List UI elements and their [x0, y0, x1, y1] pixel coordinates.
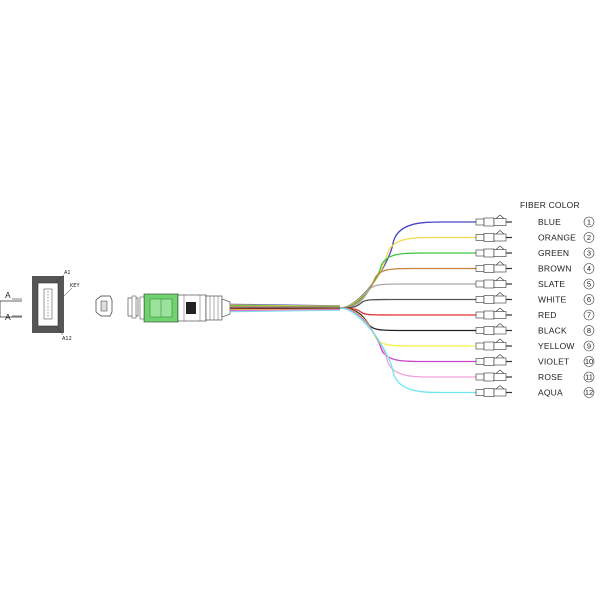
pin-label-a1: A1	[64, 270, 71, 276]
fiber-trunk	[229, 303, 341, 313]
fiber-label-orange: ORANGE	[538, 233, 576, 243]
fiber-label-green: GREEN	[538, 248, 569, 258]
fiber-number-9: 9	[587, 342, 591, 351]
mpo-connector	[127, 293, 231, 323]
fiber-number-circle	[583, 356, 595, 367]
fiber-color-header: FIBER COLOR	[520, 200, 580, 210]
fiber-number-3: 3	[587, 249, 591, 258]
lc-connector-5	[475, 276, 512, 289]
fiber-label-aqua: AQUA	[538, 388, 563, 398]
lc-connector-3	[475, 245, 512, 258]
trunk-fiber-3	[229, 305, 341, 307]
fiber-number-12: 12	[585, 388, 593, 397]
fiber-number-7: 7	[587, 311, 591, 320]
lc-connector-7	[475, 307, 512, 320]
fiber-blue	[339, 221, 476, 309]
trunk-fiber-1	[229, 303, 341, 307]
ferrule-part	[95, 295, 113, 317]
fiber-number-5: 5	[587, 280, 591, 289]
fiber-number-2: 2	[587, 233, 591, 242]
fiber-red	[339, 307, 476, 316]
fiber-label-black: BLACK	[538, 326, 567, 336]
fiber-number-8: 8	[587, 326, 591, 335]
fiber-number-circle	[583, 247, 595, 259]
fiber-label-yellow: YELLOW	[538, 341, 575, 351]
fiber-number-circle	[583, 294, 595, 305]
fiber-number-circle	[583, 263, 595, 274]
fiber-number-circle	[583, 340, 595, 352]
lc-connector-1	[475, 214, 512, 227]
fiber-number-1: 1	[587, 218, 591, 227]
fiber-label-slate: SLATE	[538, 279, 565, 289]
trunk-fiber-4	[229, 305, 341, 308]
fiber-label-violet: VIOLET	[538, 357, 569, 367]
trunk-fiber-10	[229, 309, 341, 311]
trunk-fiber-11	[229, 309, 341, 312]
fiber-number-circle	[583, 387, 595, 398]
trunk-fiber-9	[229, 308, 341, 311]
fiber-aqua	[339, 307, 476, 394]
fiber-number-4: 4	[587, 264, 591, 273]
fiber-label-rose: ROSE	[538, 372, 563, 382]
lc-connector-11	[475, 369, 512, 382]
connector-end-view: A A A1 KEY A12	[0, 270, 80, 342]
lc-connector-12	[475, 385, 512, 397]
port-bracket	[0, 300, 22, 318]
fiber-slate	[339, 283, 476, 309]
fiber-label-blue: BLUE	[538, 217, 561, 227]
fiber-number-circle	[583, 309, 595, 321]
lc-connector-group	[475, 214, 512, 397]
fiber-number-circle	[583, 325, 595, 336]
fiber-number-circle	[583, 278, 595, 290]
fiber-violet	[339, 307, 476, 363]
fiber-number-circle	[583, 232, 595, 243]
lc-connector-6	[475, 292, 512, 304]
fiber-number-11: 11	[585, 373, 593, 382]
trunk-fiber-12	[229, 309, 341, 313]
fiber-brown	[339, 267, 476, 309]
lc-connector-2	[475, 230, 512, 242]
port-label-top: A	[5, 290, 11, 300]
lc-connector-8	[475, 323, 512, 335]
fiber-number-6: 6	[587, 295, 591, 304]
fiber-number-circle	[583, 371, 595, 383]
fiber-green	[339, 252, 476, 309]
fiber-label-brown: BROWN	[538, 264, 572, 274]
lc-connector-4	[475, 261, 512, 273]
fiber-label-red: RED	[538, 310, 557, 320]
fiber-white	[339, 298, 476, 309]
lc-connector-10	[475, 354, 512, 366]
lc-connector-9	[475, 338, 512, 351]
fiber-orange	[339, 236, 476, 309]
pin-label-a12: A12	[62, 336, 72, 342]
fiber-breakout-group	[339, 221, 476, 394]
trunk-fiber-2	[229, 304, 341, 307]
fiber-number-10: 10	[585, 357, 593, 366]
port-label-bottom: A	[5, 312, 11, 322]
fiber-number-circle	[583, 216, 595, 228]
fiber-label-white: WHITE	[538, 295, 567, 305]
key-label: KEY	[70, 283, 80, 289]
